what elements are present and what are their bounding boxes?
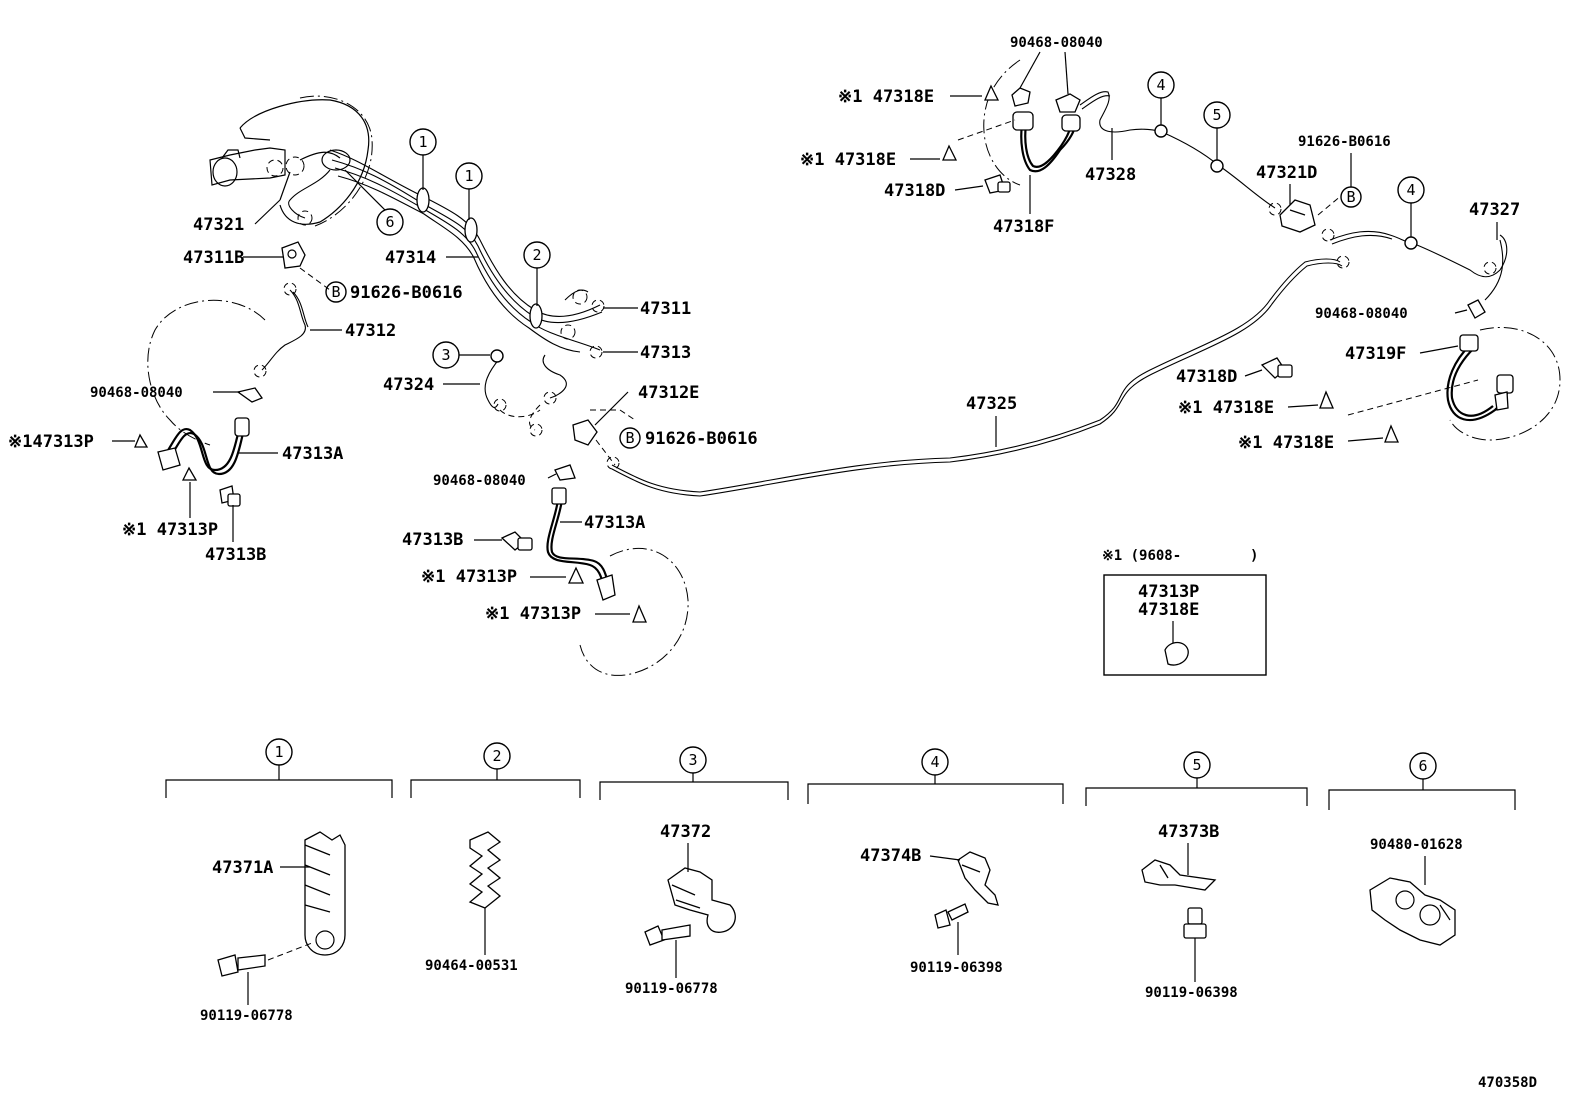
pipe-47312 (253, 282, 309, 378)
pipe-47324 (484, 349, 567, 437)
label-47312: 47312 (345, 321, 396, 341)
g6-part-label: 90480-01628 (1370, 837, 1463, 853)
label-47314: 47314 (385, 248, 436, 268)
group-2: 2 90464-00531 (410, 742, 581, 974)
svg-text:5: 5 (1192, 756, 1201, 774)
label-90468-08040-top: 90468-08040 (1010, 35, 1103, 51)
label-47318E-top-2: ※1 47318E (800, 150, 896, 170)
label-47318E-right-2: ※1 47318E (1238, 433, 1334, 453)
label-90468-08040-left: 90468-08040 (90, 385, 183, 401)
callout-3: 3 (432, 341, 490, 369)
label-91626-B0616-mid: 91626-B0616 (645, 429, 758, 449)
g4-bolt-label: 90119-06398 (910, 960, 1003, 976)
label-47319F: 47319F (1345, 344, 1406, 364)
svg-text:2: 2 (532, 246, 541, 264)
label-47318D-top: 47318D (884, 181, 945, 201)
g1-part-label: 47371A (212, 858, 273, 878)
callout-b-left: B (325, 281, 347, 303)
svg-text:B: B (625, 429, 634, 447)
label-47311B: 47311B (183, 248, 244, 268)
callout-1b: 1 (455, 162, 483, 220)
svg-text:6: 6 (1418, 757, 1427, 775)
g4-part-label: 47374B (860, 846, 921, 866)
group-4: 4 47374B 90119-06398 (807, 748, 1064, 976)
svg-text:B: B (1346, 188, 1355, 206)
front-brake-pipe-bundle (288, 149, 605, 359)
rear-hose-47318F (942, 59, 1282, 216)
label-47313P-mid-1: ※1 47313P (421, 567, 517, 587)
group-1: 1 47371A 90119-06778 (165, 738, 393, 1024)
label-47325: 47325 (966, 394, 1017, 414)
label-47318D-right: 47318D (1176, 367, 1237, 387)
group-3: 3 47372 90119-06778 (599, 746, 789, 997)
label-90468-08040-mid: 90468-08040 (433, 473, 526, 489)
g5-bolt-label: 90119-06398 (1145, 985, 1238, 1001)
fitting-47312E (554, 409, 636, 481)
note-close: ) (1250, 548, 1258, 564)
label-91626-B0616-left: 91626-B0616 (350, 283, 463, 303)
svg-text:6: 6 (385, 213, 394, 231)
label-47318F: 47318F (993, 217, 1054, 237)
callout-5: 5 (1203, 101, 1231, 160)
label-47313: 47313 (640, 343, 691, 363)
g5-part-label: 47373B (1158, 822, 1219, 842)
label-47318E-top-1: ※1 47318E (838, 87, 934, 107)
callout-b-right: B (1340, 153, 1362, 208)
pipe-47327 (1329, 230, 1508, 301)
label-47328: 47328 (1085, 165, 1136, 185)
callout-2: 2 (523, 241, 551, 306)
union-47311B (281, 241, 306, 269)
label-47318E-right-1: ※1 47318E (1178, 398, 1274, 418)
callout-1a: 1 (409, 128, 437, 190)
junction-47321D (1279, 194, 1343, 242)
g1-bolt-label: 90119-06778 (200, 1008, 293, 1024)
rear-right-wheel-hose (1260, 299, 1561, 443)
label-47324: 47324 (383, 375, 434, 395)
label-47313B-left: 47313B (205, 545, 266, 565)
g3-part-label: 47372 (660, 822, 711, 842)
group-5: 5 47373B 90119-06398 (1085, 751, 1308, 1001)
label-47313B-mid: 47313B (402, 530, 463, 550)
svg-text:5: 5 (1212, 106, 1221, 124)
label-47313P-left: ※147313P (8, 432, 94, 452)
callout-4b: 4 (1397, 176, 1425, 237)
label-47327: 47327 (1469, 200, 1520, 220)
label-47313P-mid-2: ※1 47313P (485, 604, 581, 624)
label-91626-B0616-right: 91626-B0616 (1298, 134, 1391, 150)
label-90468-08040-right: 90468-08040 (1315, 306, 1408, 322)
callout-b-mid: B (619, 427, 641, 449)
callout-6: 6 (344, 169, 404, 236)
label-47313A-left: 47313A (282, 444, 343, 464)
svg-text:1: 1 (418, 133, 427, 151)
note-box: ※1 (9608- ) 47313P 47318E (1102, 548, 1267, 676)
note-header: ※1 (9608- (1102, 548, 1181, 564)
svg-text:B: B (331, 283, 340, 301)
note-line-2: 47318E (1138, 600, 1199, 620)
note-line-1: 47313P (1138, 582, 1199, 602)
front-right-wheel-hose (500, 487, 689, 676)
svg-text:4: 4 (930, 753, 939, 771)
svg-text:1: 1 (464, 167, 473, 185)
label-47321D: 47321D (1256, 163, 1317, 183)
label-47313P-left-2: ※1 47313P (122, 520, 218, 540)
label-47313A-mid: 47313A (584, 513, 645, 533)
master-cylinder-assembly (209, 95, 373, 227)
pipe-47325 (606, 255, 1350, 497)
front-left-wheel-hose (134, 299, 266, 507)
svg-text:4: 4 (1156, 76, 1165, 94)
group-6: 6 90480-01628 (1328, 752, 1516, 946)
svg-text:2: 2 (492, 747, 501, 765)
g2-part-label: 90464-00531 (425, 958, 518, 974)
svg-text:3: 3 (441, 346, 450, 364)
callout-4a: 4 (1147, 71, 1175, 125)
svg-text:3: 3 (688, 751, 697, 769)
label-47321: 47321 (193, 215, 244, 235)
diagram-code: 470358D (1478, 1075, 1537, 1091)
label-47312E: 47312E (638, 383, 699, 403)
svg-text:4: 4 (1406, 181, 1415, 199)
svg-text:1: 1 (274, 743, 283, 761)
g3-bolt-label: 90119-06778 (625, 981, 718, 997)
label-47311: 47311 (640, 299, 691, 319)
